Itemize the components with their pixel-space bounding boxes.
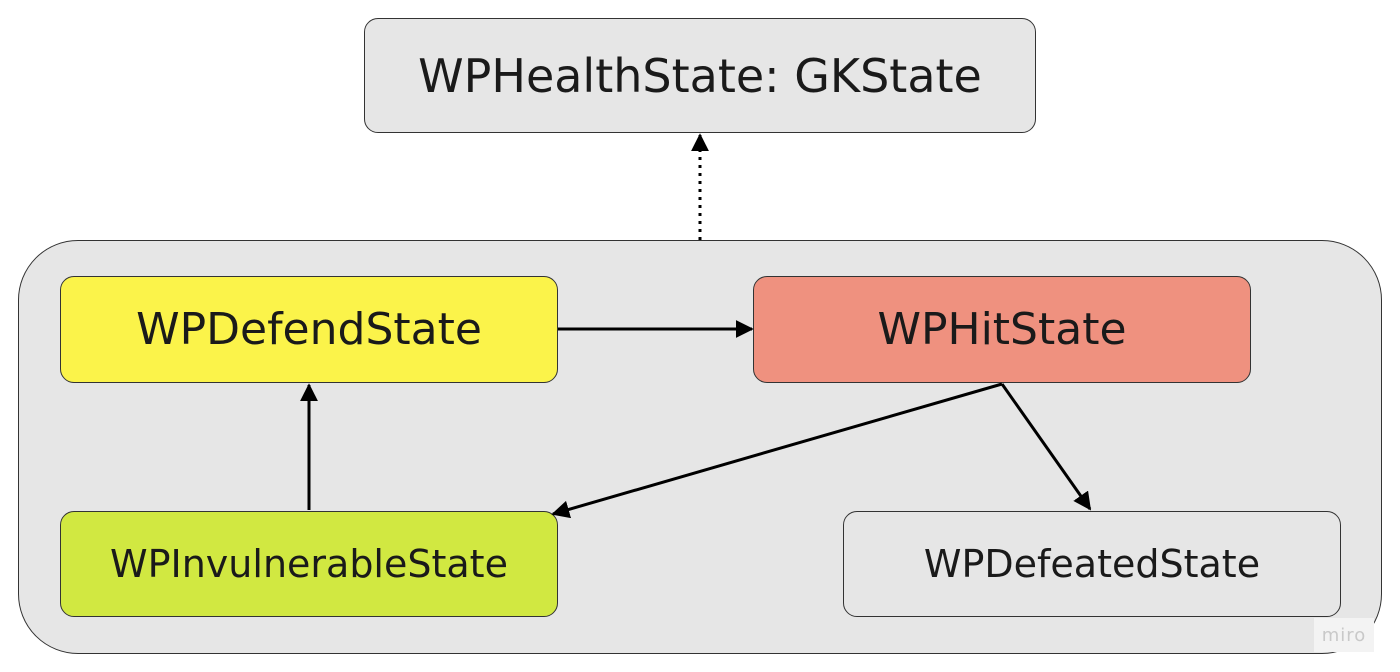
- node-wpdefendstate-label: WPDefendState: [136, 304, 482, 355]
- node-wpdefeatedstate-label: WPDefeatedState: [923, 542, 1261, 586]
- node-wphitstate-label: WPHitState: [877, 304, 1127, 355]
- node-wpinvulnerablestate-label: WPInvulnerableState: [110, 542, 508, 586]
- node-wpinvulnerablestate: WPInvulnerableState: [60, 511, 558, 617]
- node-wpdefeatedstate: WPDefeatedState: [843, 511, 1341, 617]
- node-wphitstate: WPHitState: [753, 276, 1251, 383]
- miro-watermark-text: miro: [1321, 624, 1367, 646]
- node-wphealthstate-label: WPHealthState: GKState: [418, 48, 982, 103]
- miro-watermark: miro: [1314, 618, 1374, 652]
- node-wphealthstate: WPHealthState: GKState: [364, 18, 1036, 133]
- node-wpdefendstate: WPDefendState: [60, 276, 558, 383]
